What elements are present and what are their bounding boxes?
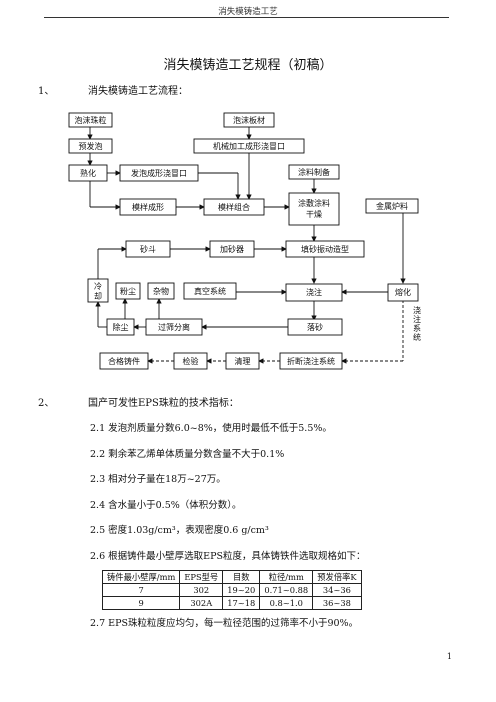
table-cell: 0.71~0.88 bbox=[259, 583, 314, 597]
node-clean bbox=[225, 352, 260, 370]
node-pouring bbox=[285, 283, 343, 302]
table-cell: 17~18 bbox=[222, 596, 261, 610]
document-title: 消失模铸造工艺规程（初稿） bbox=[163, 58, 333, 73]
node-dedust bbox=[106, 318, 135, 336]
page-header: 消失模铸造工艺 bbox=[0, 0, 496, 22]
node-pattern bbox=[119, 198, 177, 216]
page-number: 1 bbox=[446, 652, 452, 661]
node-shakeout bbox=[287, 318, 343, 336]
node-aging bbox=[68, 164, 108, 182]
item-2-2: 2.2 剩余苯乙烯单体质量分数含量不大于0.1% bbox=[90, 449, 285, 460]
section-2-number: 2、 bbox=[38, 398, 55, 409]
table-cell: 9 bbox=[101, 596, 181, 610]
node-vacuum bbox=[183, 282, 237, 300]
table-header-cell: 预发倍率K bbox=[312, 570, 362, 584]
item-2-3: 2.3 相对分子量在18万~27万。 bbox=[90, 474, 226, 485]
header-text: 消失模铸造工艺 bbox=[218, 7, 278, 17]
table-cell: 36~38 bbox=[312, 596, 362, 610]
label-good: 合格铸件 bbox=[108, 356, 140, 366]
node-machining bbox=[193, 138, 305, 154]
node-cut bbox=[279, 352, 343, 370]
node-melting bbox=[387, 283, 419, 302]
label-coating-prep: 涂料制备 bbox=[298, 167, 330, 177]
node-cooling bbox=[87, 278, 109, 303]
label-clean: 清理 bbox=[235, 356, 251, 366]
label-cut: 折断浇注系统 bbox=[287, 356, 335, 366]
label-debris: 杂物 bbox=[153, 286, 169, 296]
label-board: 泡沫板材 bbox=[233, 115, 265, 125]
label-dedust: 除尘 bbox=[113, 322, 129, 332]
label-cooling: 冷却 bbox=[94, 281, 102, 301]
header-rule bbox=[44, 17, 449, 18]
label-screen: 过筛分离 bbox=[158, 322, 190, 332]
node-inspect bbox=[173, 352, 208, 370]
table-cell: 302 bbox=[179, 583, 224, 597]
node-feeder bbox=[209, 240, 255, 258]
label-furnace: 金属炉料 bbox=[376, 201, 408, 211]
table-header-cell: 粒径/mm bbox=[259, 570, 314, 584]
table-header-cell: 铸件最小壁厚/mm bbox=[101, 570, 181, 584]
item-2-1: 2.1 发泡剂质量分数6.0~8%，使用时最低不低于5.5%。 bbox=[90, 423, 332, 434]
label-sand: 砂斗 bbox=[140, 244, 156, 254]
eps-spec-table: 铸件最小壁厚/mm EPS型号 目数 粒径/mm 预发倍率K 7 302 19~… bbox=[101, 570, 362, 610]
item-2-5: 2.5 密度1.03g/cm³，表观密度0.6 g/cm³ bbox=[90, 525, 269, 536]
table-header-cell: EPS型号 bbox=[179, 570, 224, 584]
label-prefoam: 预发泡 bbox=[79, 141, 103, 151]
process-flowchart: 泡沫珠粒 泡沫板材 预发泡 机械加工成形浇冒口 熟化 发泡成形浇冒口 涂料制备 … bbox=[66, 107, 438, 379]
label-inspect: 检验 bbox=[183, 356, 199, 366]
label-beads: 泡沫珠粒 bbox=[75, 115, 107, 125]
item-2-6: 2.6 根据铸件最小壁厚选取EPS粒度，具体铸铁件选取规格如下： bbox=[90, 551, 366, 562]
table-cell: 19~20 bbox=[222, 583, 261, 597]
table-cell: 0.8~1.0 bbox=[259, 596, 314, 610]
node-screen bbox=[145, 318, 203, 336]
node-debris bbox=[147, 282, 175, 300]
node-good bbox=[99, 352, 149, 370]
label-aging: 熟化 bbox=[80, 168, 96, 178]
label-assembly: 模样组合 bbox=[218, 202, 250, 212]
node-filling bbox=[285, 240, 365, 258]
node-dust bbox=[115, 282, 141, 300]
table-cell: 7 bbox=[101, 583, 181, 597]
label-vacuum: 真空系统 bbox=[194, 286, 226, 296]
label-pour-system: 浇注系统 bbox=[413, 305, 421, 342]
table-cell: 34~36 bbox=[312, 583, 362, 597]
section-1-heading: 消失模铸造工艺流程： bbox=[88, 86, 188, 97]
node-prefoam bbox=[68, 138, 113, 154]
label-pattern: 模样成形 bbox=[132, 202, 164, 212]
label-coating-dry: 涂敷涂料干燥 bbox=[298, 198, 330, 219]
item-2-7: 2.7 EPS珠粒粒度应均匀，每一粒径范围的过筛率不小于90%。 bbox=[90, 618, 359, 629]
section-2-heading: 国产可发性EPS珠粒的技术指标： bbox=[88, 398, 239, 409]
label-foam-riser: 发泡成形浇冒口 bbox=[131, 168, 187, 178]
item-2-4: 2.4 含水量小于0.5%（体积分数）。 bbox=[90, 500, 242, 511]
node-beads bbox=[68, 112, 113, 128]
node-board bbox=[223, 112, 275, 128]
label-feeder: 加砂器 bbox=[220, 244, 244, 254]
node-foam-riser bbox=[119, 164, 199, 182]
label-machining: 机械加工成形浇冒口 bbox=[213, 141, 285, 151]
node-assembly bbox=[203, 198, 265, 216]
flowchart-svg: 泡沫珠粒 泡沫板材 预发泡 机械加工成形浇冒口 熟化 发泡成形浇冒口 涂料制备 … bbox=[68, 112, 421, 370]
label-dust: 粉尘 bbox=[120, 286, 136, 296]
section-1-number: 1、 bbox=[38, 86, 55, 97]
table-row: 9 302A 17~18 0.8~1.0 36~38 bbox=[101, 596, 362, 610]
table-header-cell: 目数 bbox=[222, 570, 261, 584]
node-furnace bbox=[365, 198, 419, 214]
label-melting: 熔化 bbox=[395, 287, 411, 297]
node-coating-dry bbox=[288, 192, 340, 226]
label-filling: 填砂振动造型 bbox=[301, 244, 349, 254]
table-row: 7 302 19~20 0.71~0.88 34~36 bbox=[101, 583, 362, 597]
table-header-row: 铸件最小壁厚/mm EPS型号 目数 粒径/mm 预发倍率K bbox=[101, 570, 362, 584]
node-sand bbox=[125, 240, 171, 258]
table-cell: 302A bbox=[179, 596, 224, 610]
label-shakeout: 落砂 bbox=[307, 322, 323, 332]
label-pouring: 浇注 bbox=[306, 287, 322, 297]
node-coating-prep bbox=[288, 164, 340, 180]
